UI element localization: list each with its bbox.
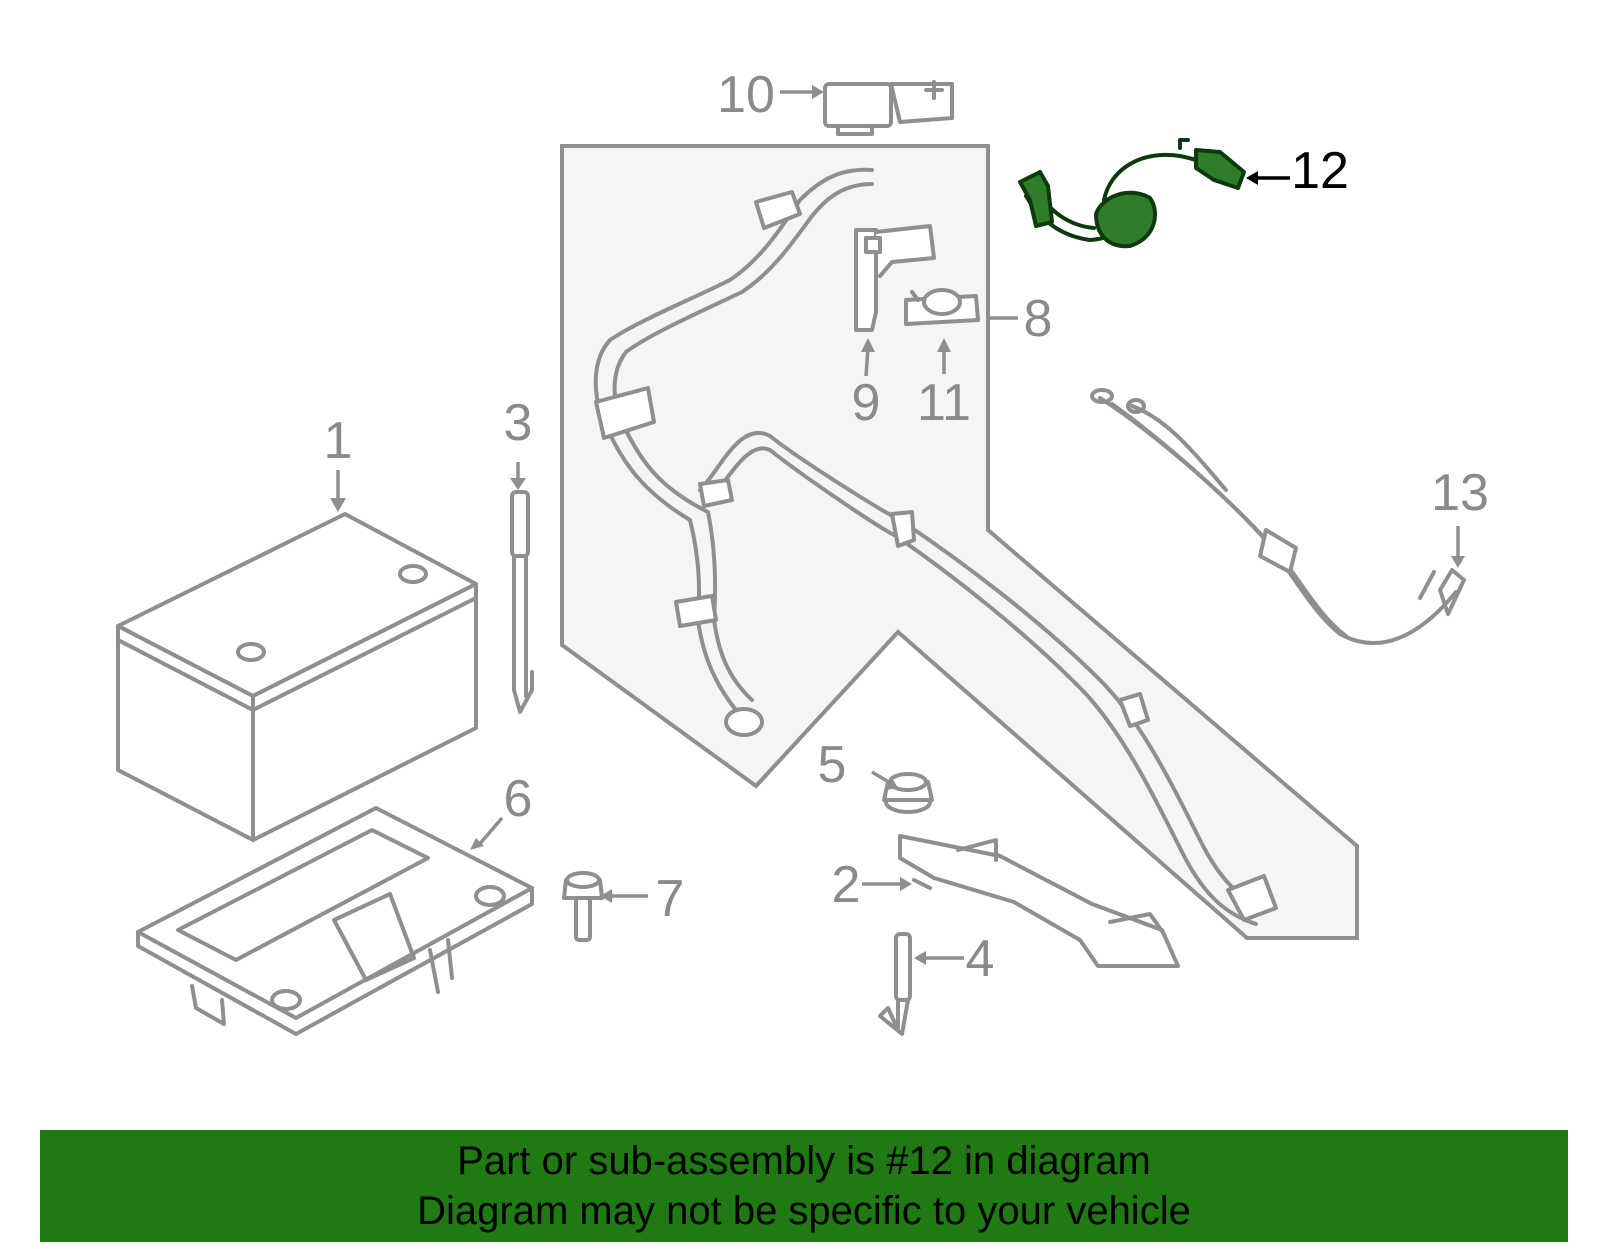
- callout-5: 5: [818, 736, 847, 794]
- callout-10: 10: [717, 66, 775, 124]
- clamp-part-11: [904, 288, 980, 326]
- callout-8: 8: [1024, 290, 1053, 348]
- callout-4: 4: [966, 930, 995, 988]
- leader-lines: [330, 85, 1465, 965]
- bolt-part: [562, 871, 604, 942]
- callout-13: 13: [1431, 464, 1489, 522]
- hold-down-bracket-part: [898, 834, 1180, 968]
- callout-7: 7: [656, 870, 685, 928]
- battery-tray-part: [136, 806, 534, 1036]
- battery-part: [116, 512, 478, 842]
- terminal-10-part: [823, 80, 954, 136]
- callout-11: 11: [917, 374, 971, 432]
- cable-assembly-part: [593, 167, 1278, 926]
- callout-12: 12: [1291, 142, 1349, 200]
- small-harness-part: [1090, 388, 1466, 645]
- callout-2: 2: [832, 856, 861, 914]
- sensor-part-9: [854, 224, 936, 332]
- banner-line-part-info: Part or sub-assembly is #12 in diagram: [457, 1139, 1151, 1183]
- hold-down-rod-part: [510, 490, 534, 714]
- callout-3: 3: [504, 394, 533, 452]
- callout-6: 6: [504, 770, 533, 828]
- info-banner: Part or sub-assembly is #12 in diagram D…: [40, 1130, 1568, 1242]
- j-bolt-part: [878, 932, 912, 1036]
- callout-1: 1: [324, 412, 353, 470]
- parts-diagram: 1 2 3 4 5 6 7 8 9 10 11 12 13: [116, 66, 1489, 1036]
- callout-9: 9: [852, 374, 881, 432]
- highlighted-harness-part-12: [1018, 138, 1246, 249]
- assembly-group-panel: [560, 144, 1359, 940]
- banner-line-disclaimer: Diagram may not be specific to your vehi…: [417, 1189, 1191, 1233]
- nut-part: [882, 772, 934, 814]
